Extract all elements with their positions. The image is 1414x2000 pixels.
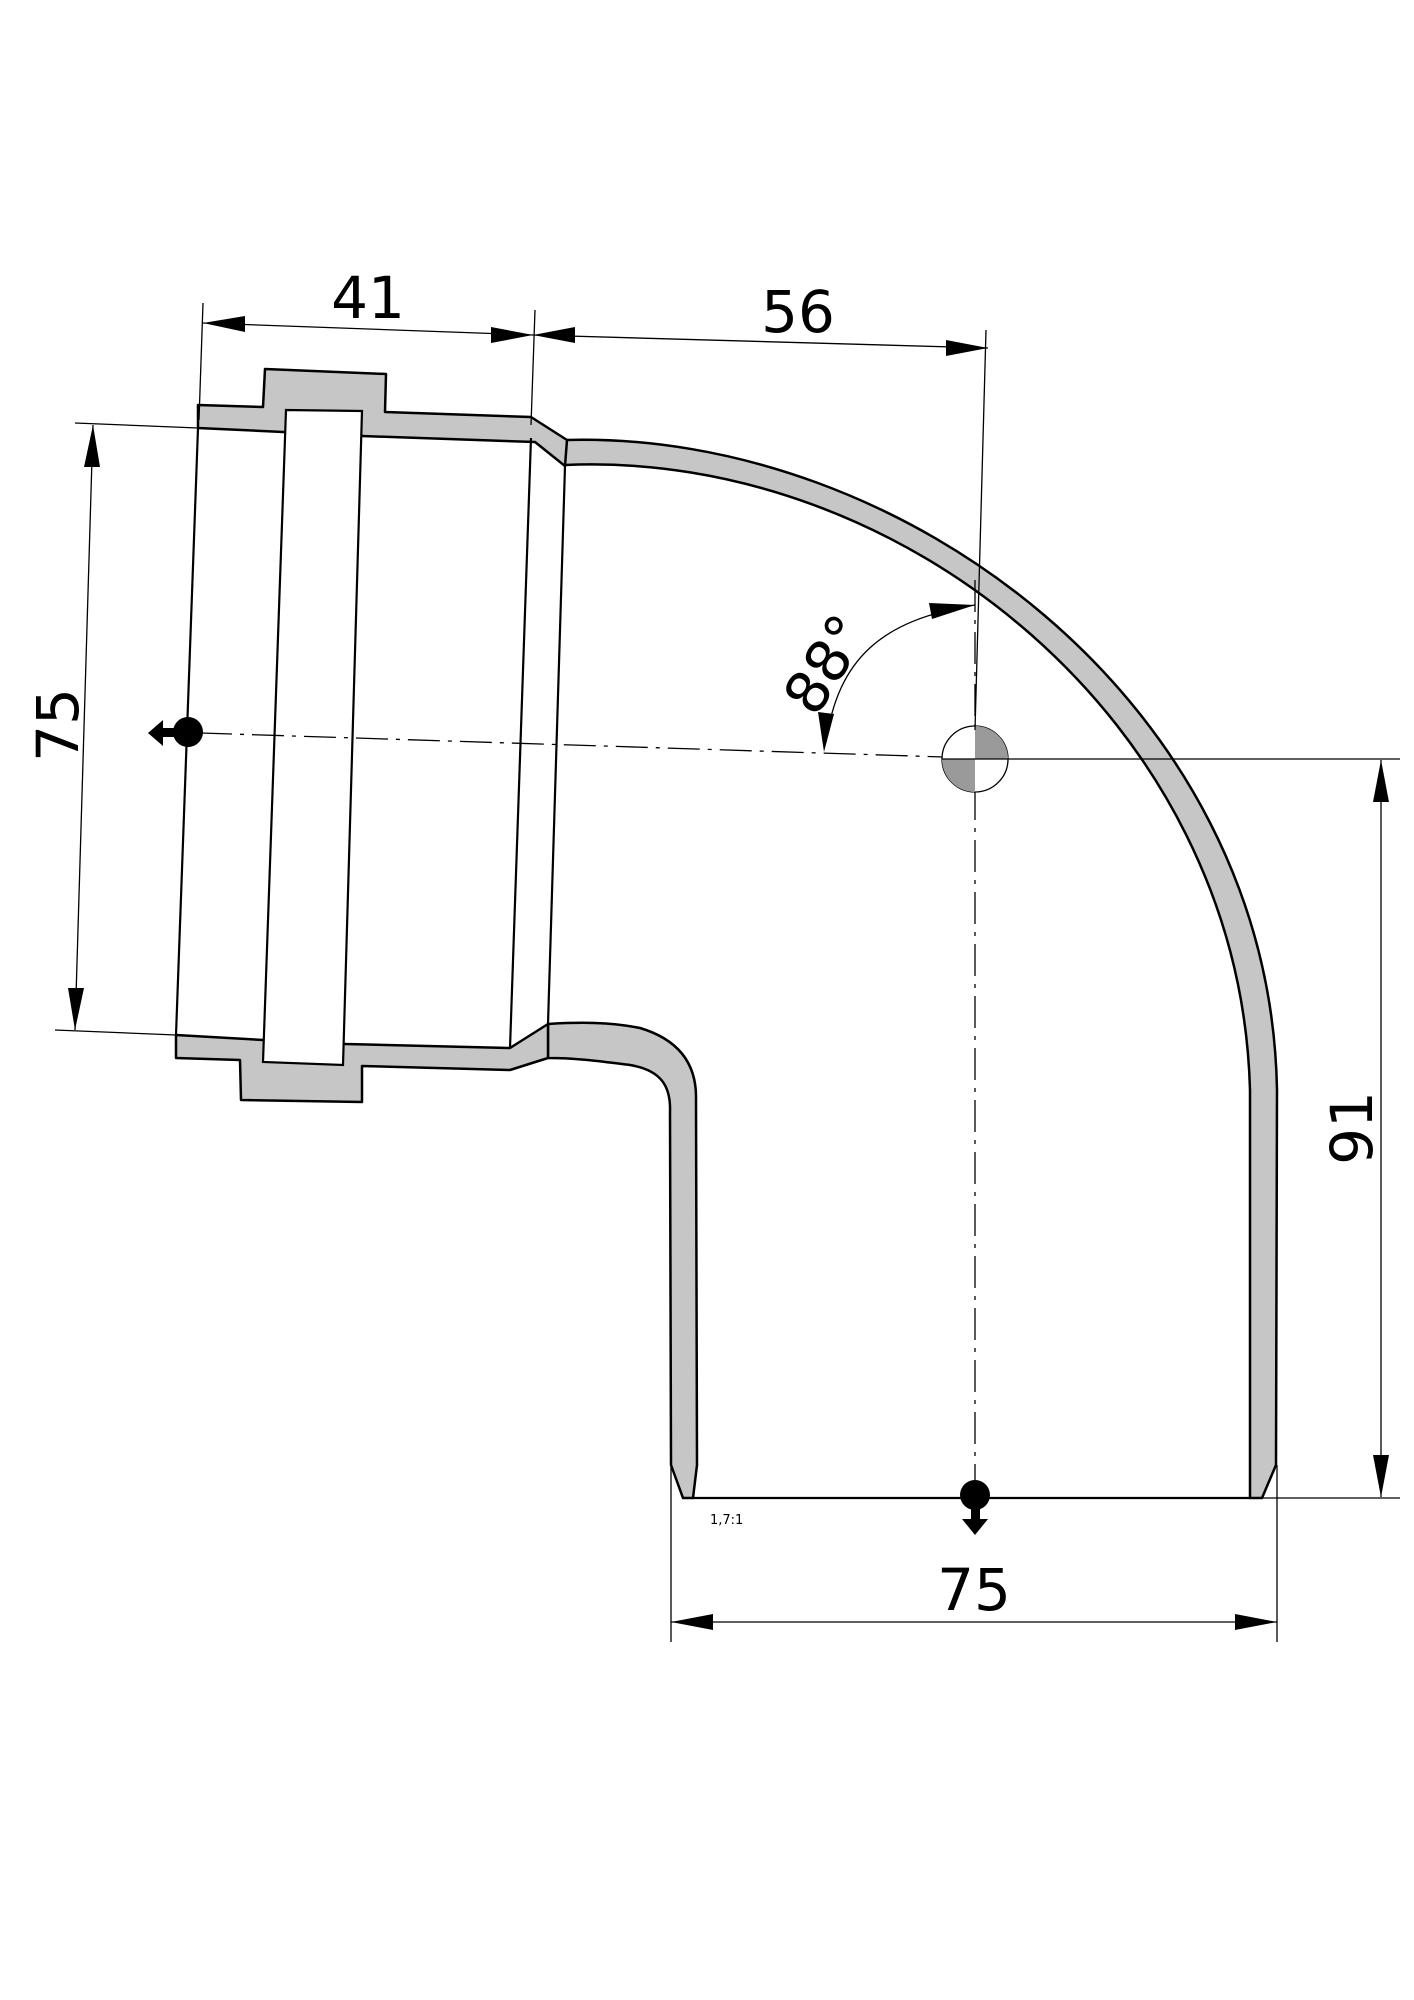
dimension-outlet-height: 91 bbox=[1008, 758, 1400, 1499]
dimension-label-41: 41 bbox=[331, 264, 405, 332]
seal-ring bbox=[261, 408, 364, 1067]
center-mark-quadrant-lower bbox=[942, 759, 975, 792]
dimension-label-91: 91 bbox=[1318, 1091, 1386, 1165]
dimension-socket-length: 41 bbox=[198, 264, 536, 426]
dimension-inlet-diameter: 75 bbox=[24, 422, 199, 1036]
socket-bottom-wall bbox=[174, 1022, 550, 1104]
center-mark bbox=[941, 725, 1009, 793]
center-mark-quadrant-upper bbox=[975, 726, 1008, 759]
outlet-connection-marker bbox=[960, 1480, 990, 1535]
dimension-elbow-offset: 56 bbox=[532, 278, 989, 731]
inlet-connection-marker bbox=[148, 717, 203, 747]
pipe-elbow-body bbox=[174, 367, 1279, 1500]
dimension-outlet-diameter: 75 bbox=[670, 1465, 1278, 1642]
inner-elbow-wall bbox=[546, 1021, 699, 1500]
socket-top-wall bbox=[196, 367, 569, 468]
outer-elbow-wall bbox=[541, 435, 1279, 1500]
horizontal-center-line bbox=[199, 732, 976, 759]
scale-label: 1,7:1 bbox=[710, 1513, 743, 1528]
center-lines bbox=[199, 580, 976, 1490]
pipe-inner-bore bbox=[546, 465, 567, 1025]
dimension-label-75-inlet: 75 bbox=[24, 688, 92, 762]
dimension-angle: 88° bbox=[770, 603, 976, 752]
dimension-label-75-outlet: 75 bbox=[937, 1556, 1011, 1624]
dimension-label-88-deg: 88° bbox=[770, 603, 882, 726]
dimension-label-56: 56 bbox=[761, 278, 835, 346]
